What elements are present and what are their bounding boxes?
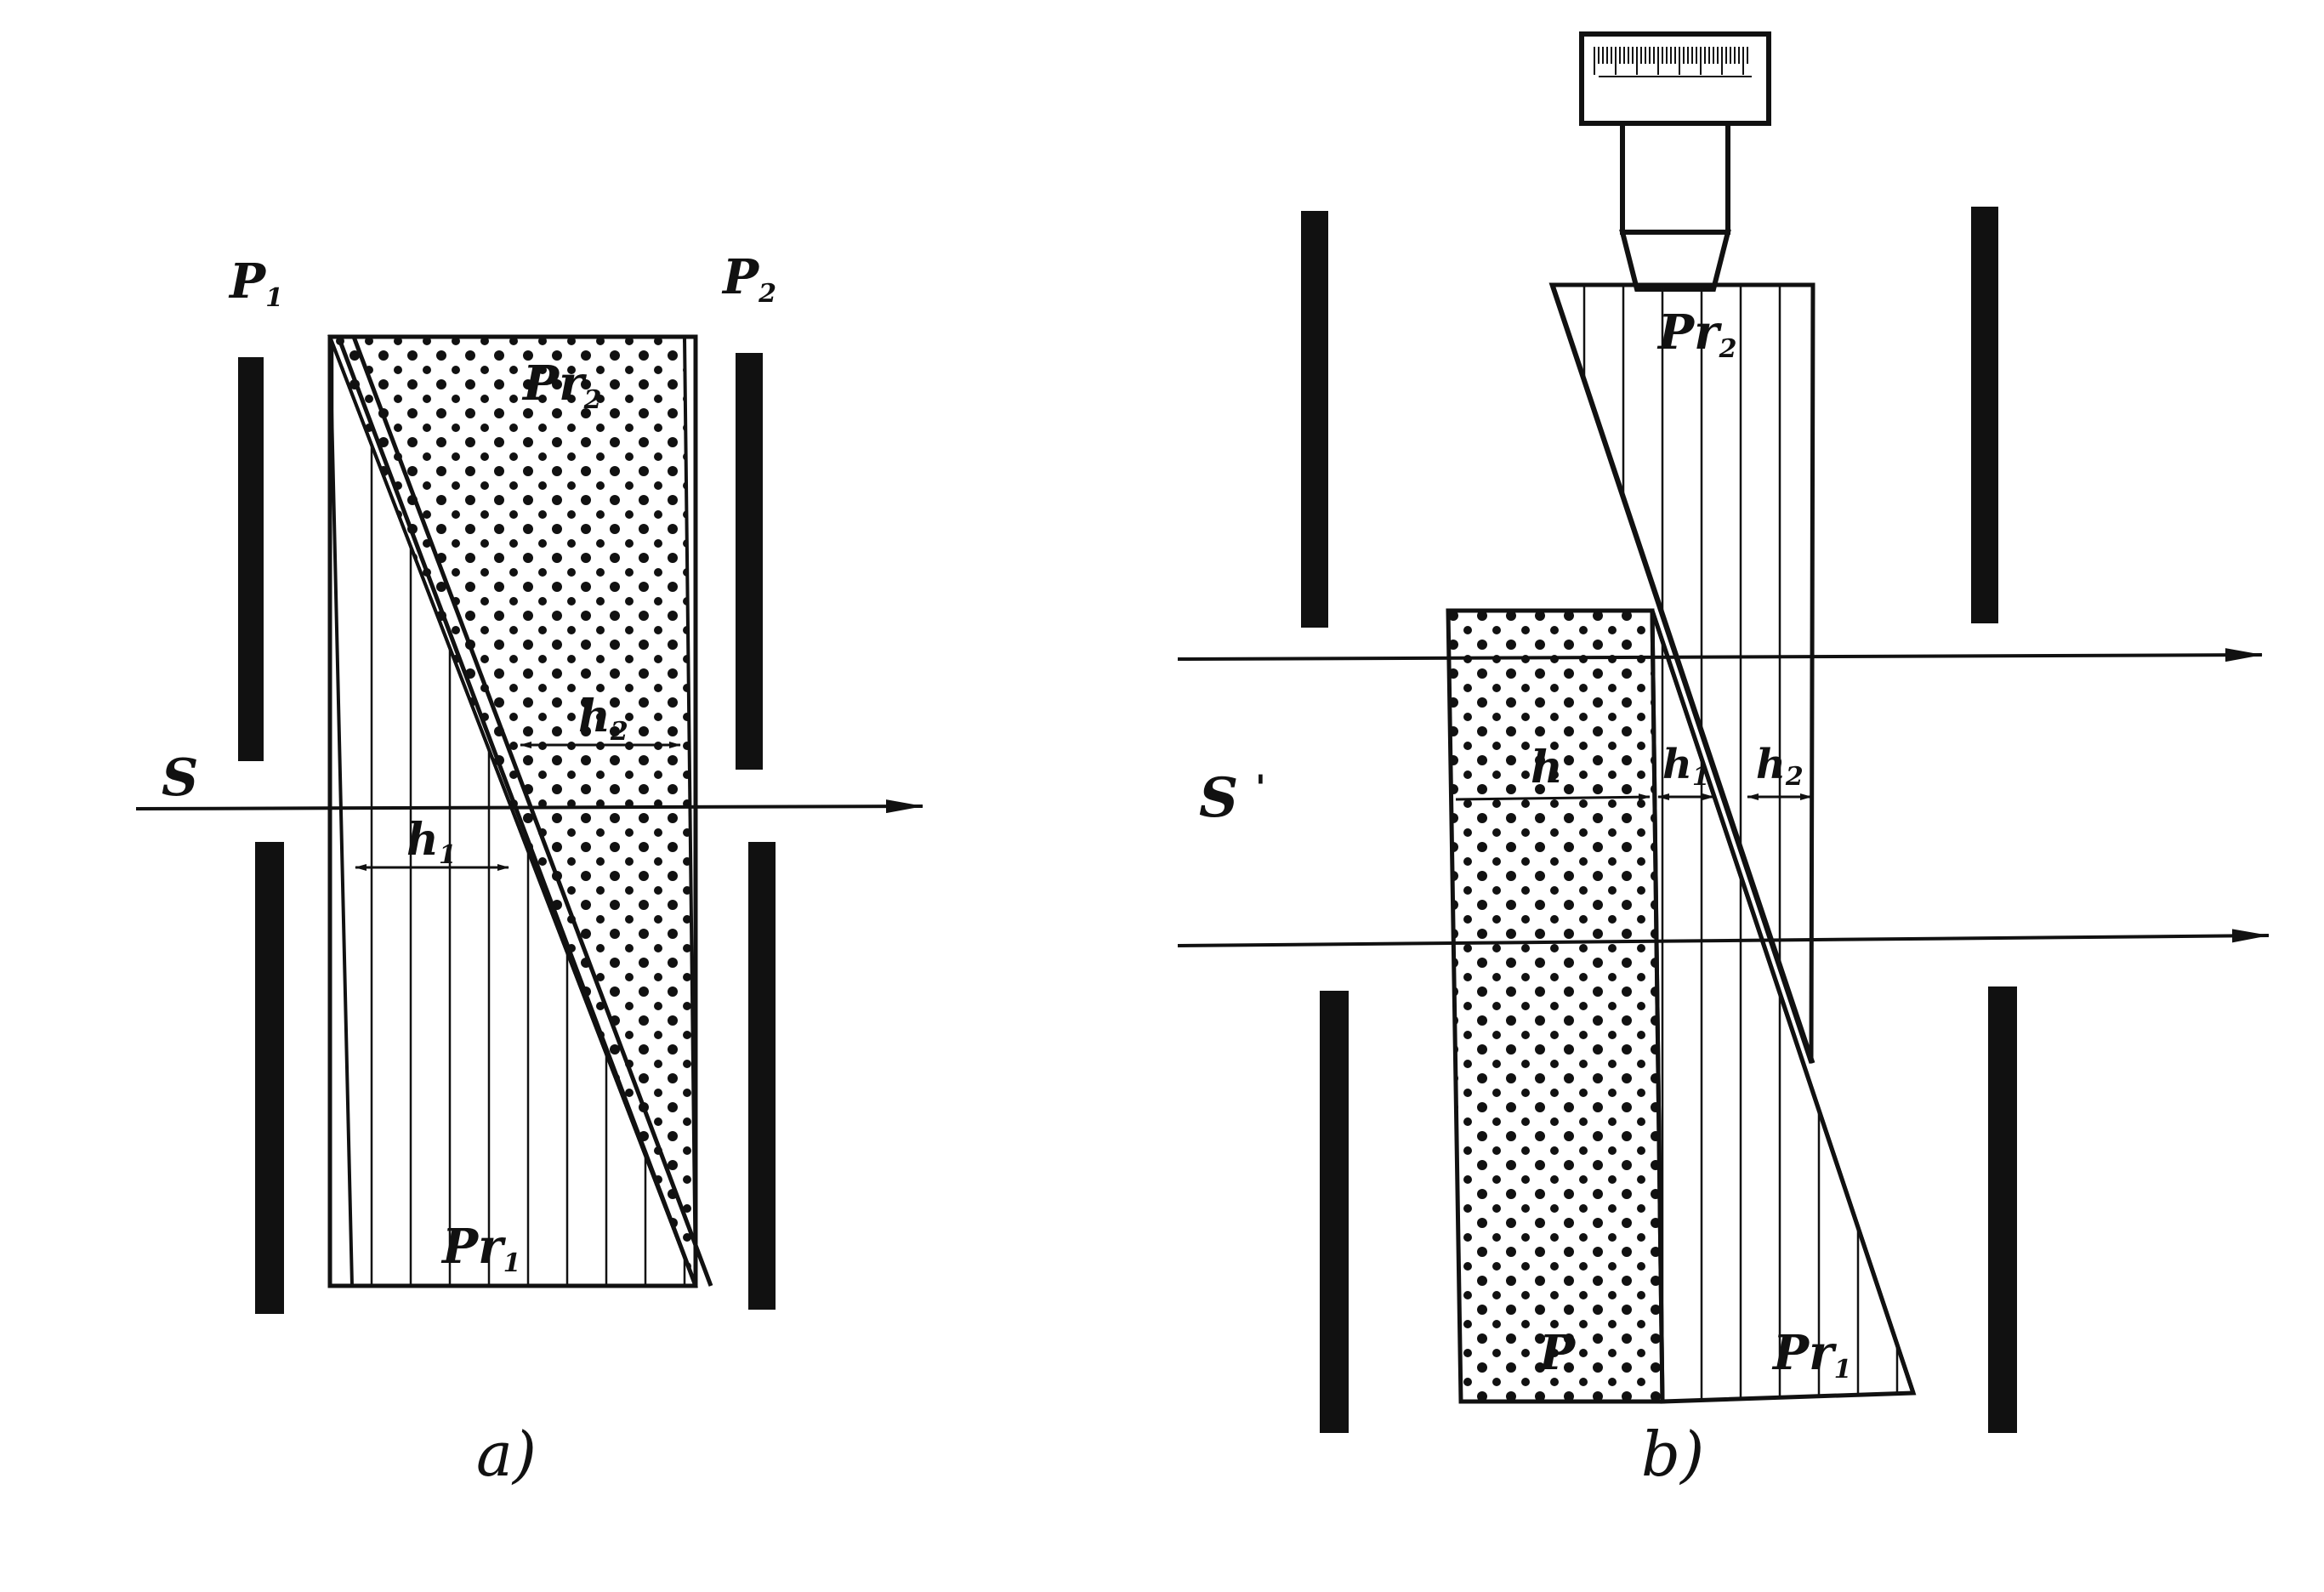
label-h-b: h	[1531, 742, 1563, 793]
slit-left-lower	[1320, 991, 1349, 1433]
label-pr2-a: Pr2	[521, 355, 602, 415]
label-h2-a: h2	[578, 691, 628, 747]
polarizer-p1-upper	[238, 357, 264, 761]
compensator-plate-p	[1446, 608, 1665, 1404]
label-plate-p: P	[1537, 1325, 1577, 1381]
label-h1-a: h1	[406, 814, 457, 870]
caption-b: b)	[1641, 1419, 1704, 1490]
prism-frame-a	[327, 334, 698, 1288]
prism-interface-b	[1550, 284, 1815, 1064]
label-pr1-a: Pr1	[440, 1219, 521, 1278]
prism-interface-a	[336, 336, 698, 1287]
label-p2: P2	[721, 249, 776, 309]
label-pr2-b: Pr2	[1656, 304, 1737, 364]
label-h1-b: h1	[1662, 741, 1710, 792]
micrometer-screw	[1579, 31, 1771, 292]
polarizer-p2-lower	[748, 842, 776, 1310]
beam-upper-b	[1177, 648, 2263, 662]
figure-b: S' h h1 h2 Pr2 Pr1 P b)	[1177, 31, 2270, 1490]
figure-a: P1 P2 S Pr2 Pr1 h1 h2 a)	[135, 249, 923, 1490]
slit-left-upper	[1301, 211, 1328, 628]
caption-a: a)	[476, 1419, 537, 1490]
prism-interface-b-2	[1650, 610, 1916, 1394]
prism-interface-a-2	[351, 336, 713, 1287]
label-p1: P1	[228, 253, 283, 313]
slit-right-upper	[1971, 207, 1998, 623]
label-pr1-b: Pr1	[1771, 1325, 1852, 1384]
label-beam-s-b: S'	[1199, 766, 1265, 830]
slit-right-lower	[1988, 986, 2017, 1433]
label-h2-b: h2	[1756, 741, 1804, 792]
polarizer-p1-lower	[255, 842, 284, 1314]
polarizer-p2-upper	[736, 353, 763, 770]
beam-lower-b	[1177, 929, 2270, 947]
dimension-h-b	[1455, 793, 1651, 801]
micrometer-scale-icon	[1594, 47, 1748, 75]
beam-s-a	[135, 799, 923, 814]
label-beam-s-a: S	[162, 748, 198, 808]
